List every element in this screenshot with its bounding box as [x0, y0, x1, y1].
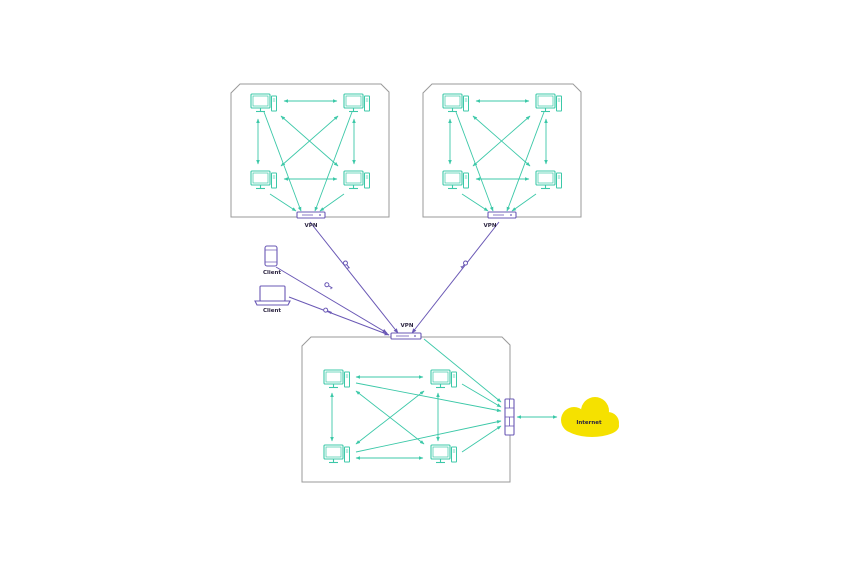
vpn-router-icon: [487, 211, 517, 219]
desktop-computer-icon: [250, 170, 278, 190]
client-phone-label: Client: [263, 270, 281, 276]
desktop-computer-icon: [535, 170, 563, 190]
cloud-icon: [561, 397, 619, 437]
internet-cloud: Internet: [561, 397, 619, 437]
desktop-computer-icon: [250, 93, 278, 113]
desktop-computer-icon: [430, 444, 458, 464]
firewall-icon: [504, 398, 515, 436]
client-laptop-label: Client: [263, 308, 281, 314]
vpn-router-icon: [296, 211, 326, 219]
client-laptop: Client: [254, 285, 291, 314]
desktop-computer-icon: [323, 369, 351, 389]
laptop-icon: [254, 285, 291, 306]
vpn-label-hq: VPN: [401, 323, 414, 329]
desktop-computer-icon: [430, 369, 458, 389]
right-office-frame: [422, 83, 582, 218]
desktop-computer-icon: [442, 93, 470, 113]
key-icon: [459, 259, 469, 270]
client-phone: Client: [263, 245, 281, 276]
desktop-computer-icon: [442, 170, 470, 190]
desktop-computer-icon: [535, 93, 563, 113]
left-office-frame: [230, 83, 390, 218]
vpn-router-left: VPN: [296, 211, 326, 229]
right-office-links: [448, 99, 548, 212]
vpn-router-icon: [390, 332, 422, 340]
vpn-label-right: VPN: [484, 223, 497, 229]
desktop-computer-icon: [323, 444, 351, 464]
internet-label: Internet: [576, 420, 602, 426]
key-icon: [323, 281, 334, 291]
vpn-tunnels: [275, 221, 500, 336]
vpn-router-right: VPN: [484, 211, 517, 229]
hq-office-links: [330, 338, 558, 460]
desktop-computer-icon: [343, 93, 371, 113]
desktop-computer-icon: [343, 170, 371, 190]
hq-office-computers: [323, 369, 458, 464]
smartphone-icon: [264, 245, 278, 267]
vpn-label-left: VPN: [305, 223, 318, 229]
hq-office-frame: [301, 336, 511, 483]
left-office-links: [256, 99, 356, 212]
vpn-router-hq: VPN: [390, 323, 422, 340]
